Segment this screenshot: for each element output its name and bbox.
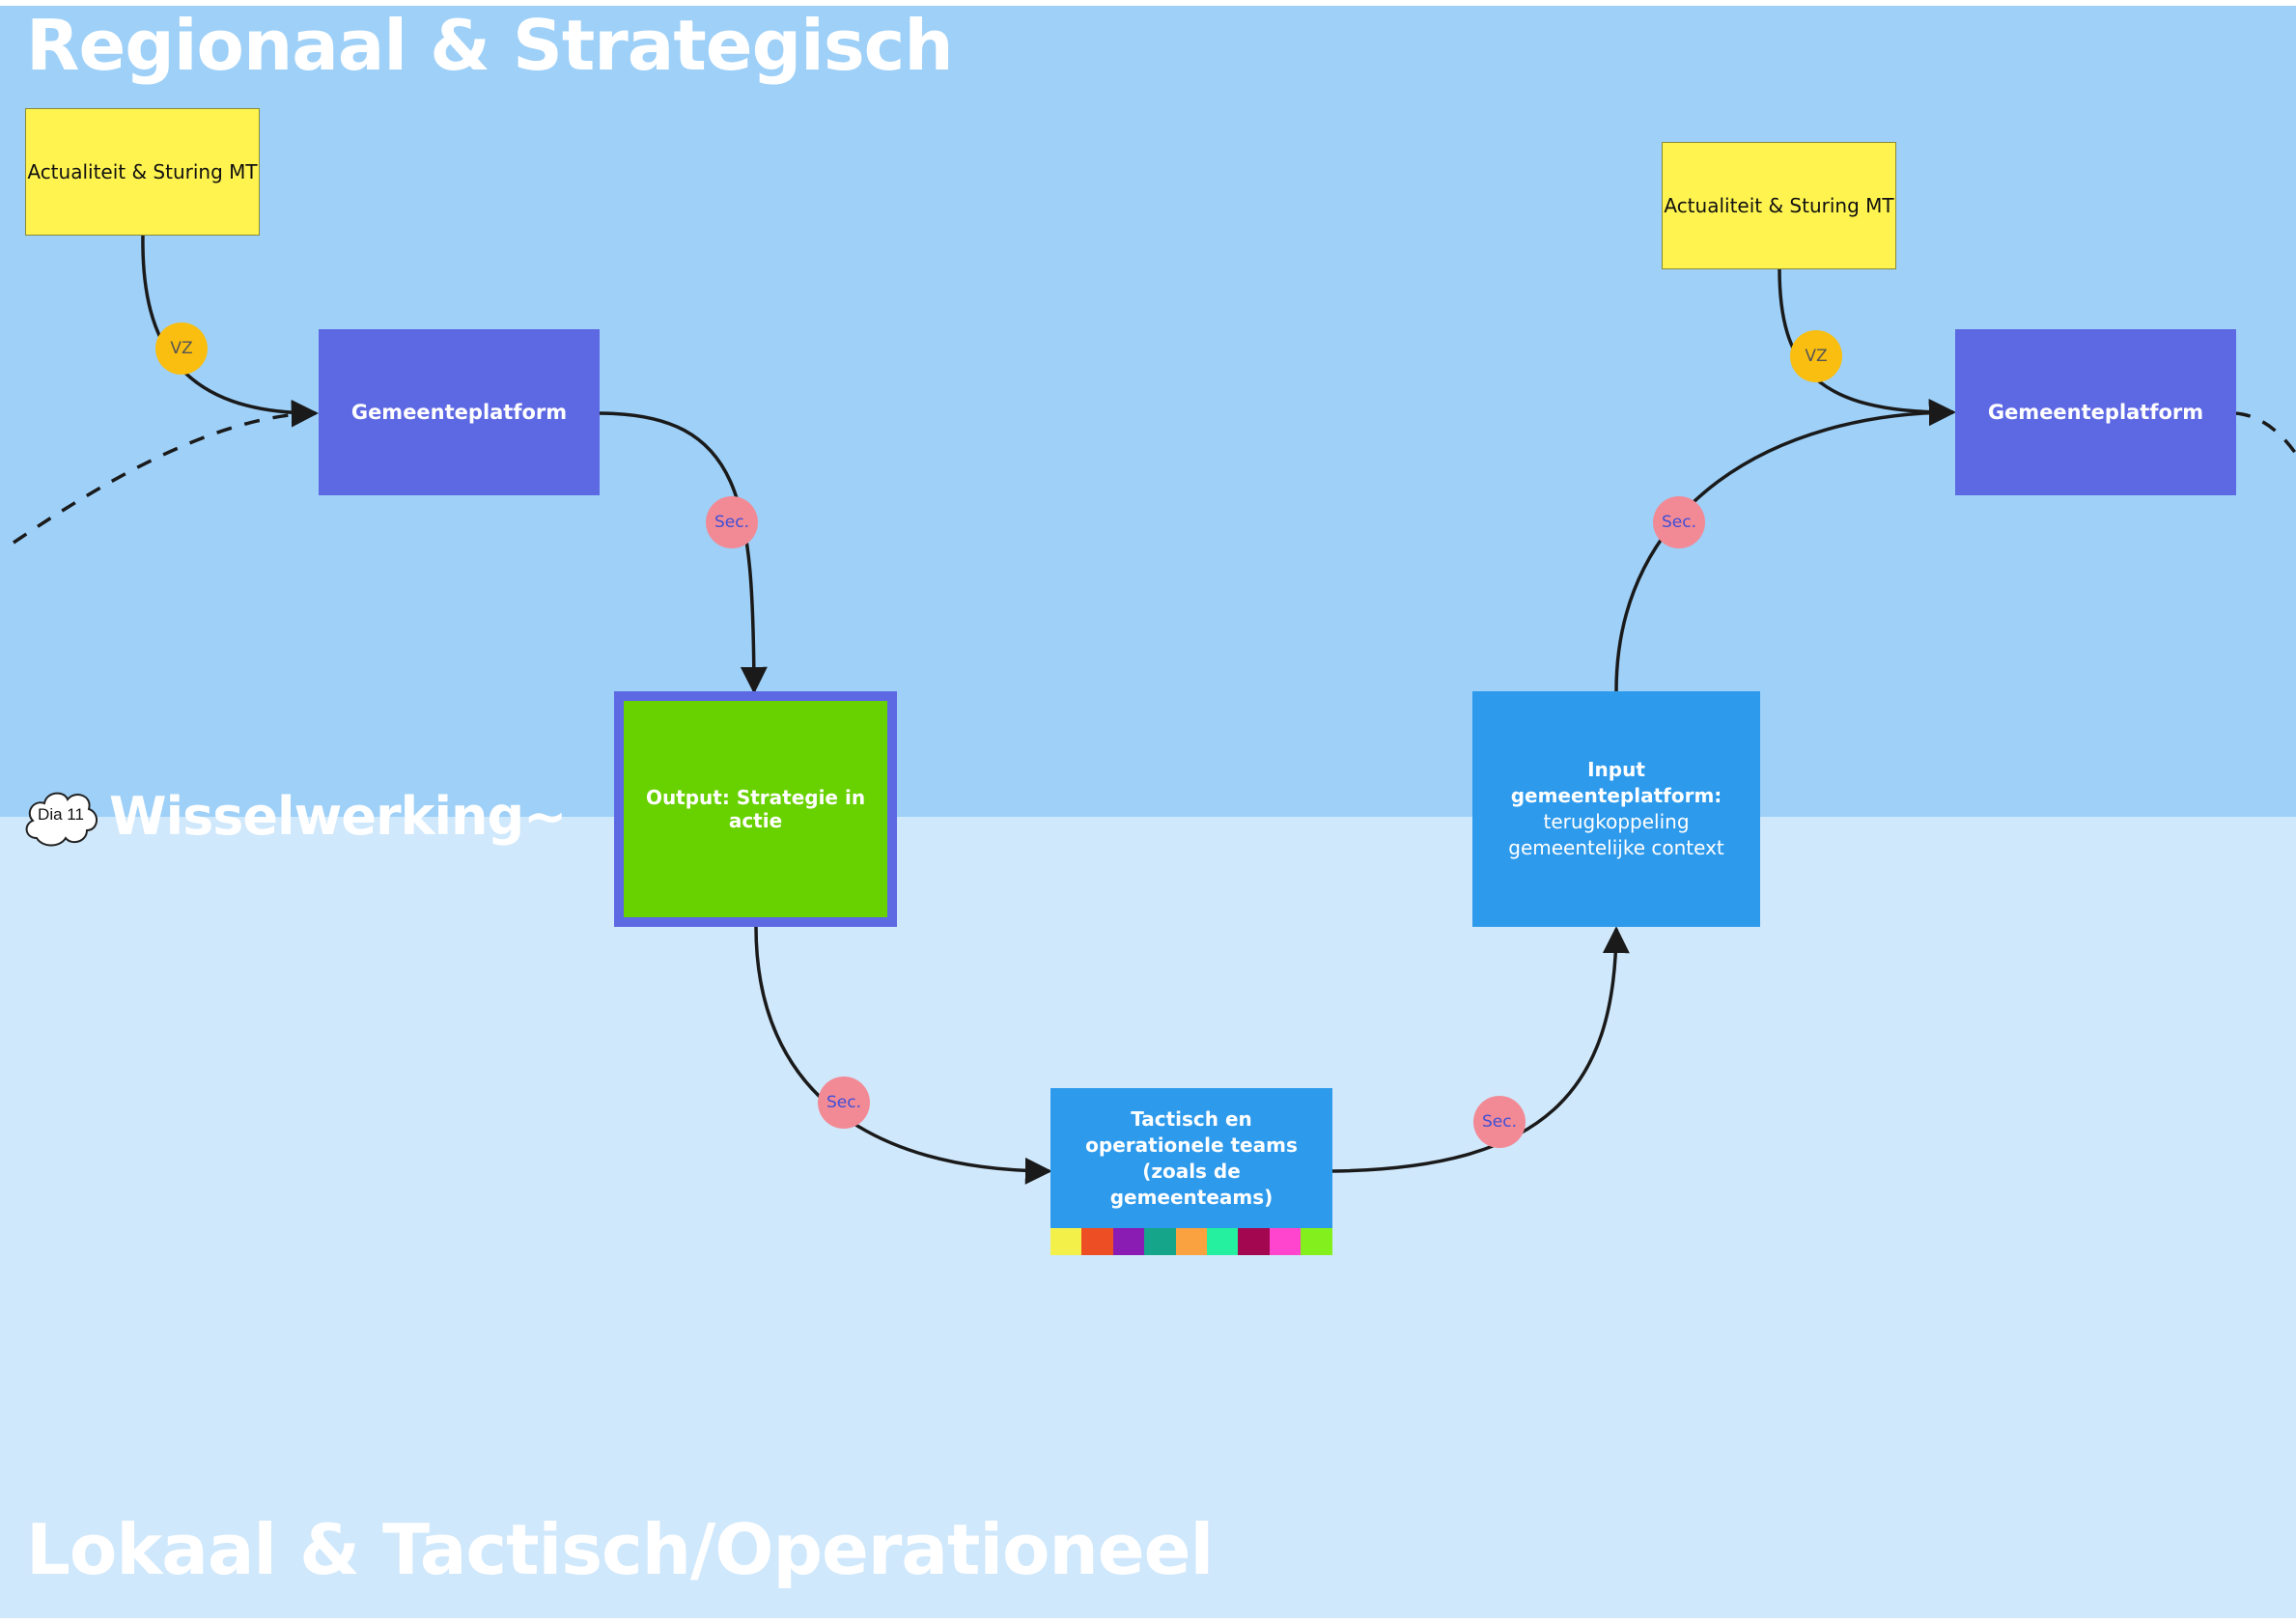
connector-output-to-tactical [754, 926, 1052, 1185]
sec-badge-platform-output[interactable]: Sec. [706, 496, 758, 548]
color-swatch-3 [1112, 1228, 1145, 1255]
dashed-outgoing-connector [2234, 411, 2296, 456]
color-swatch-1 [1050, 1228, 1082, 1255]
input-node-title: Input gemeenteplatform: [1510, 758, 1722, 807]
color-swatch-5 [1175, 1228, 1207, 1255]
sec-badge-tactical-input[interactable]: Sec. [1473, 1096, 1526, 1148]
color-swatch-6 [1206, 1228, 1239, 1255]
regional-strategic-title: Regionaal & Strategisch [26, 5, 954, 86]
gemeenteplatform-right-node[interactable]: Gemeenteplatform [1955, 329, 2236, 495]
sec-badge-input-platform[interactable]: Sec. [1653, 496, 1705, 548]
local-tactical-title: Lokaal & Tactisch/Operationeel [26, 1509, 1214, 1590]
team-color-swatches [1050, 1228, 1332, 1255]
input-node-body: terugkoppeling gemeentelijke context [1508, 810, 1724, 859]
color-swatch-2 [1081, 1228, 1113, 1255]
dashed-incoming-connector [13, 400, 319, 545]
interaction-title: Wisselwerking~ [109, 786, 567, 847]
tactical-teams-node[interactable]: Tactisch en operationele teams (zoals de… [1050, 1088, 1332, 1255]
vz-badge-left[interactable]: VZ [155, 322, 208, 375]
gemeenteplatform-left-node[interactable]: Gemeenteplatform [319, 329, 600, 495]
slide-reference-label: Dia 11 [38, 805, 84, 824]
vz-badge-right[interactable]: VZ [1790, 330, 1842, 382]
cloud-icon [25, 792, 98, 847]
output-strategy-node[interactable]: Output: Strategie in actie [614, 691, 897, 927]
connector-tactical-to-input [1331, 926, 1630, 1173]
sticky-note-actualiteit-right[interactable]: Actualiteit & Sturing MT [1662, 142, 1896, 269]
color-swatch-4 [1144, 1228, 1176, 1255]
color-swatch-9 [1301, 1228, 1332, 1255]
connector-input-to-platform-right [1614, 399, 1956, 692]
input-gemeenteplatform-node[interactable]: Input gemeenteplatform: terugkoppeling g… [1472, 691, 1760, 927]
connector-platform-left-to-output [598, 411, 768, 694]
color-swatch-7 [1238, 1228, 1270, 1255]
connector-sticky-left-to-platform-left [141, 234, 319, 427]
sec-badge-output-tactical[interactable]: Sec. [818, 1077, 870, 1129]
sticky-note-actualiteit-left[interactable]: Actualiteit & Sturing MT [25, 108, 260, 236]
color-swatch-8 [1269, 1228, 1302, 1255]
